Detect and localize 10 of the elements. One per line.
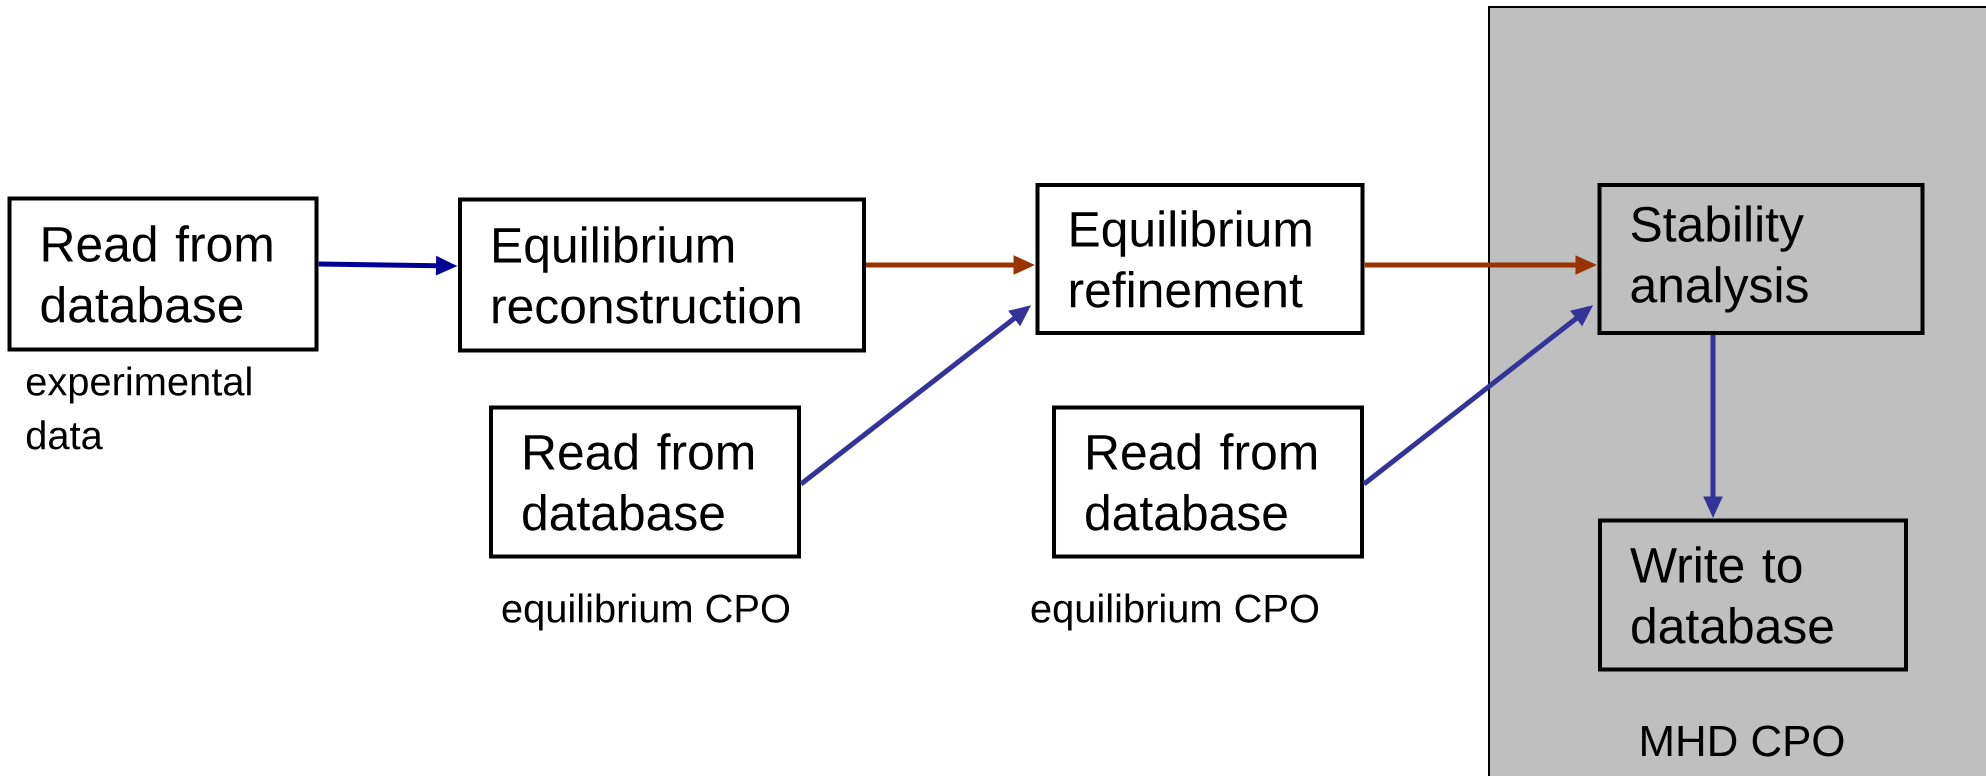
process-box: Read from database — [1052, 405, 1364, 559]
process-box: Equilibrium refinement — [1035, 183, 1365, 335]
node-caption: equilibrium CPO — [502, 593, 790, 631]
node-caption: experimental data — [26, 366, 251, 450]
process-box: Write to database — [1598, 518, 1908, 672]
process-box: Stability analysis — [1597, 183, 1925, 335]
node-caption: equilibrium CPO — [1031, 593, 1319, 631]
process-box: Read from database — [489, 405, 801, 559]
process-box: Equilibrium reconstruction — [458, 197, 866, 353]
process-box: Read from database — [7, 196, 319, 352]
